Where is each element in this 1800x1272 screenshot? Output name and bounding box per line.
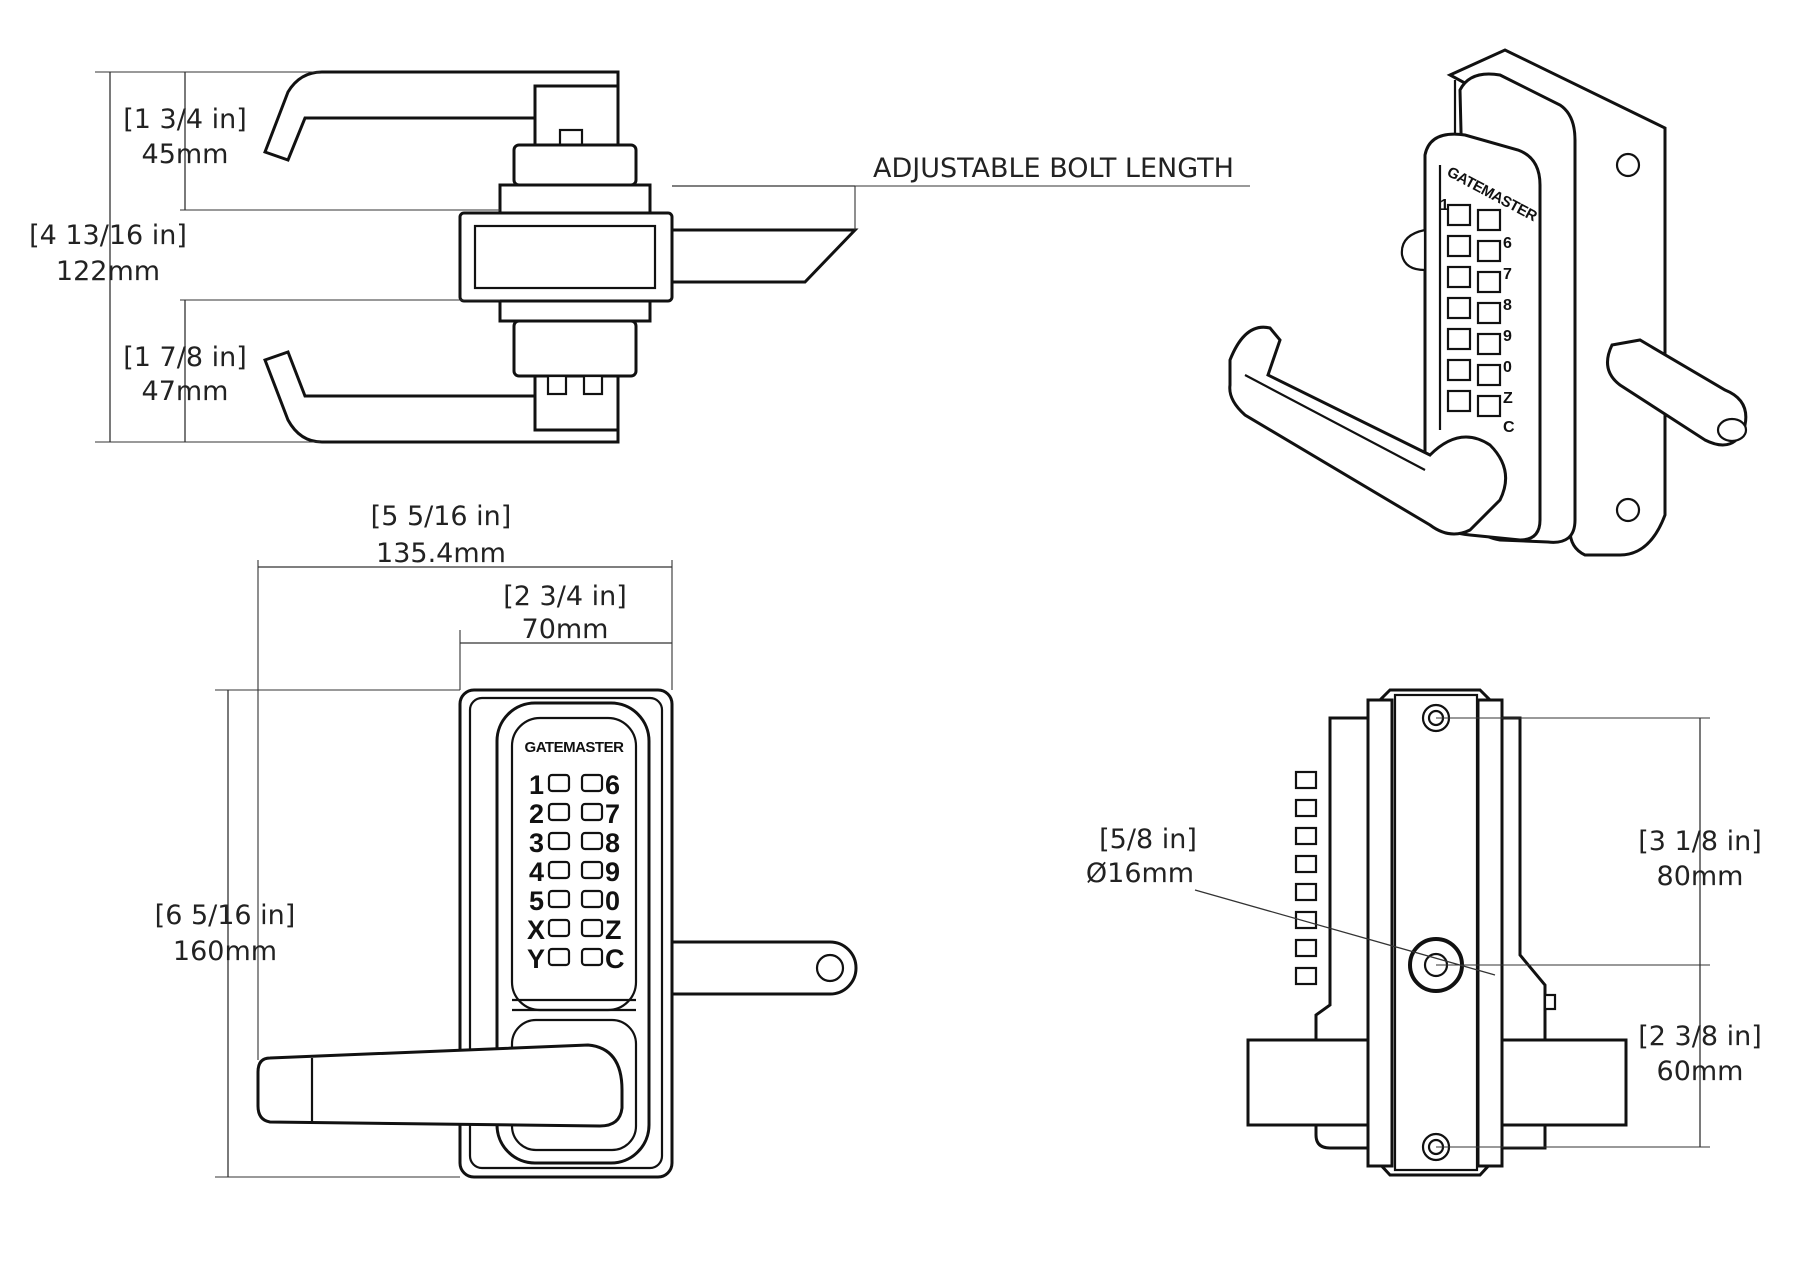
dim-front-backset-in: [2 3/4 in] [503, 581, 626, 612]
bolt-length-label: ADJUSTABLE BOLT LENGTH [873, 153, 1234, 184]
iso-screw-bottom [1615, 497, 1641, 523]
dim-side-lower-in: [2 3/8 in] [1638, 1021, 1761, 1052]
side-plate-right-strip [1476, 698, 1504, 1168]
front-brand: GATEMASTER [525, 739, 625, 756]
top-body-inner [473, 224, 657, 290]
upper-cylinder [512, 143, 638, 187]
front-view: GATEMASTER 1 2 3 4 5 X Y 6 7 8 9 0 Z C [155, 501, 858, 1179]
iso-keys [1446, 203, 1502, 418]
key-4: 4 [529, 857, 544, 887]
dim-side-hole-in: [5/8 in] [1099, 824, 1197, 855]
key-1: 1 [529, 770, 544, 800]
key-9: 9 [605, 857, 620, 887]
dim-front-backset-mm: 70mm [522, 614, 609, 645]
iso-bolt [1606, 338, 1748, 447]
side-key-studs [1294, 770, 1318, 986]
key-x: X [527, 915, 545, 945]
iso-key-1: 1 [1440, 197, 1449, 214]
side-tab [1543, 993, 1557, 1011]
iso-lever [1228, 325, 1508, 536]
key-0: 0 [605, 886, 620, 916]
key-7: 7 [605, 799, 620, 829]
key-y: Y [527, 944, 545, 974]
dim-front-height-in: [6 5/16 in] [155, 900, 296, 931]
dim-top-total-in: [4 13/16 in] [29, 220, 187, 251]
key-z: Z [605, 915, 622, 945]
iso-key-7: 7 [1503, 266, 1512, 283]
dim-top-total-mm: 122mm [56, 256, 160, 287]
tab-a [546, 374, 568, 396]
dim-side-lower-mm: 60mm [1657, 1056, 1744, 1087]
top-bolt [670, 228, 859, 284]
dim-front-width-mm: 135.4mm [376, 538, 506, 569]
iso-side-tab [1400, 228, 1427, 272]
side-plate-left-strip [1366, 698, 1394, 1168]
key-3: 3 [529, 828, 544, 858]
key-2: 2 [529, 799, 544, 829]
upper-lever [263, 70, 620, 162]
key-5: 5 [529, 886, 544, 916]
tab-b [582, 374, 604, 396]
top-view: [1 3/4 in] 45mm [4 13/16 in] 122mm [1 7/… [29, 70, 1250, 444]
key-8: 8 [605, 828, 620, 858]
lower-cylinder [512, 319, 638, 378]
dim-side-hole-mm: Ø16mm [1086, 858, 1194, 889]
front-bolt-hole [815, 953, 845, 983]
dim-front-height-mm: 160mm [173, 936, 277, 967]
side-plate-face [1393, 693, 1479, 1172]
dim-front-width-in: [5 5/16 in] [371, 501, 512, 532]
iso-key-0: 0 [1503, 359, 1512, 376]
key-c: C [605, 944, 625, 974]
lower-flange [498, 299, 652, 323]
iso-key-c: C [1503, 419, 1515, 436]
iso-key-6: 6 [1503, 235, 1512, 252]
dim-top-upper-mm: 45mm [142, 139, 229, 170]
side-view: [5/8 in] Ø16mm [3 1/8 in] 80mm [2 3/8 in… [1086, 688, 1762, 1177]
iso-bolt-hole [1716, 417, 1748, 443]
front-bolt [670, 940, 858, 996]
lower-lever [263, 350, 620, 444]
dim-top-lower-in: [1 7/8 in] [123, 342, 246, 373]
iso-key-9: 9 [1503, 328, 1512, 345]
iso-screw-top [1615, 152, 1641, 178]
front-lever [256, 1043, 624, 1128]
iso-key-z: Z [1503, 390, 1513, 407]
dim-side-upper-in: [3 1/8 in] [1638, 826, 1761, 857]
key-6: 6 [605, 770, 620, 800]
isometric-view: GATEMASTER 1 6 7 8 9 0 Z C [1228, 48, 1748, 557]
dim-top-lower-mm: 47mm [142, 376, 229, 407]
dim-side-upper-mm: 80mm [1657, 861, 1744, 892]
upper-flange [498, 183, 652, 215]
iso-key-8: 8 [1503, 297, 1512, 314]
front-keypad-keys: 1 2 3 4 5 X Y 6 7 8 9 0 Z C [527, 770, 625, 974]
dim-top-upper-in: [1 3/4 in] [123, 104, 246, 135]
